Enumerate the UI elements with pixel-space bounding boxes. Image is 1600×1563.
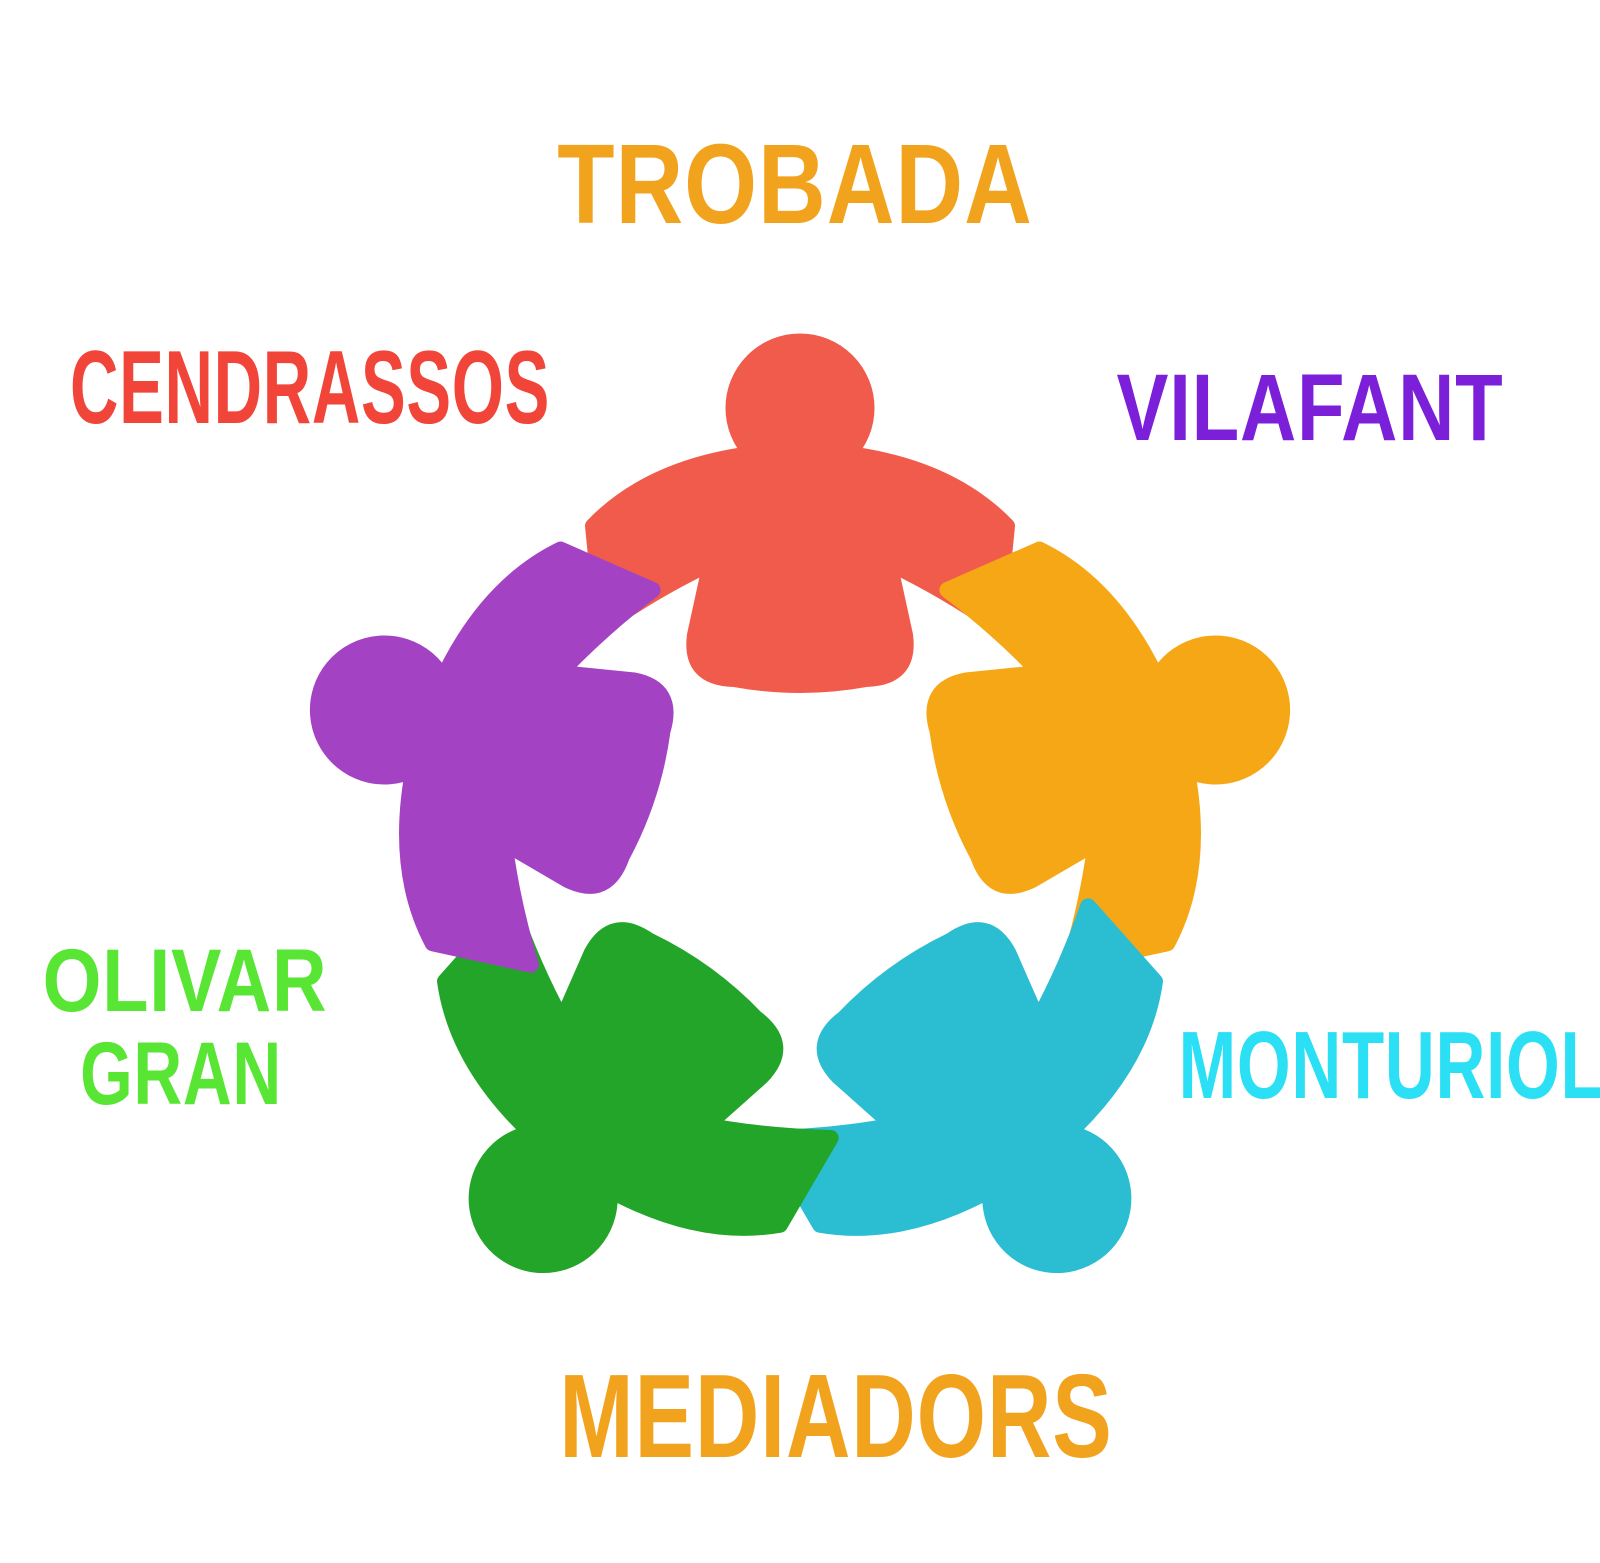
person-figure-lower-left: [332, 852, 874, 1380]
label-mediadors: MEDIADORS: [559, 1350, 1113, 1483]
label-cendrassos: CENDRASSOS: [69, 330, 551, 446]
label-monturiol: MONTURIOL: [1178, 1012, 1600, 1119]
label-olivar-gran-line2: GRAN: [80, 1023, 282, 1123]
label-olivar-gran-line1: OLIVAR: [42, 930, 328, 1030]
label-trobada: TROBADA: [557, 121, 1033, 247]
label-vilafant: VILAFANT: [1116, 355, 1504, 461]
person-figure-top: [593, 334, 1007, 686]
